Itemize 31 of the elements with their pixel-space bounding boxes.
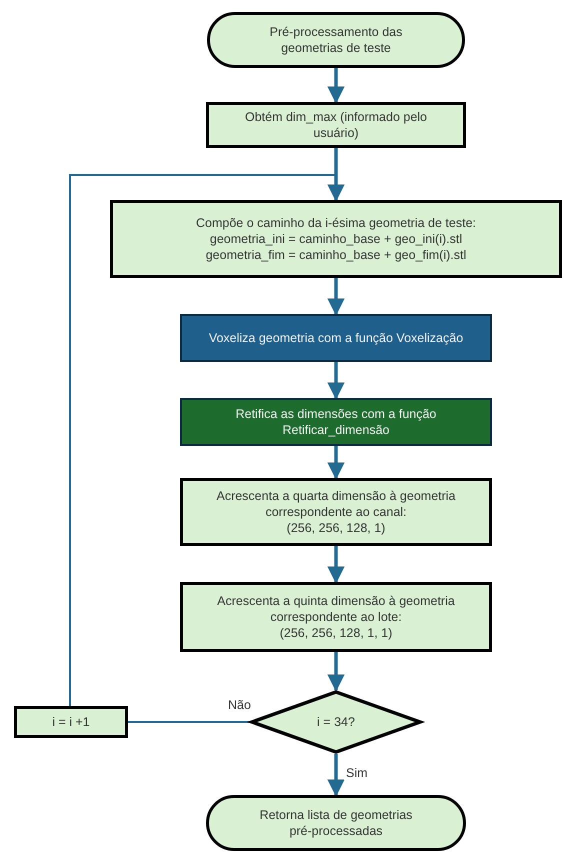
node-text: geometria_fim = caminho_base + geo_fim(i).stl [206,247,466,264]
node-text: Obtém dim_max (informado pelo usuário) [244,108,428,142]
arrow [327,754,345,797]
node-text: Compõe o caminho da i-ésima geometria de teste: [196,214,476,231]
process-box [180,478,492,546]
node-text: (256, 256, 128, 1, 1) [280,625,392,642]
process-box [14,706,128,738]
node-text: Acrescenta a quarta dimensão à geometria correspondente ao canal: [215,488,457,520]
node-text: Retifica as dimensões com a função Retificar_dimensão [234,406,438,438]
arrow [327,68,345,104]
arrow [327,546,345,584]
process-box [110,200,562,278]
arrow [327,278,345,316]
edge-label: Sim [344,766,370,780]
node-text: Acrescenta a quinta dimensão à geometria correspondente ao lote: [216,592,456,626]
arrow [327,652,345,692]
arrow [327,362,345,400]
arrow [327,148,345,202]
process-box [180,314,492,362]
node-text: (256, 256, 128, 1) [286,520,386,536]
node-text: Pré-processamento das geometrias de teste [268,24,404,56]
process-box [180,398,492,446]
node-text: i = 34? [317,714,355,730]
process-box [206,102,466,148]
process-box [180,582,492,652]
arrow [327,446,345,480]
node-text: Voxeliza geometria com a função Voxelização [208,330,464,346]
node-text: geometria_ini = caminho_base + geo_ini(i).stl [210,230,462,248]
node-text: Retorna lista de geometrias pré-processadas [258,806,414,840]
node-text: i = i +1 [52,714,90,730]
edge-label: Não [226,698,253,712]
